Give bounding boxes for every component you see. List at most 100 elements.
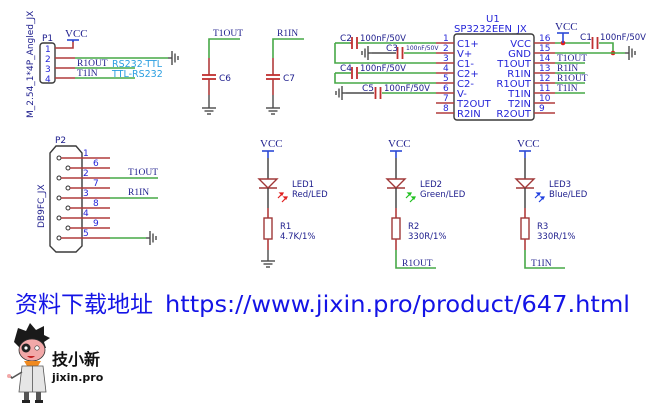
u1-pin-name: R2OUT (496, 109, 532, 120)
p2-ref-label: P2 (55, 136, 66, 146)
c5-ref-label: C5 (362, 84, 374, 94)
db9-pin-contact (56, 155, 62, 161)
u1-pin-name: C1- (457, 59, 474, 70)
net-label-r1in: R1IN (557, 64, 578, 74)
net-label-r1out: R1OUT (77, 59, 108, 69)
led-net-wire (524, 250, 565, 269)
vcc-symbol: VCC (388, 138, 411, 158)
u1-pin-number: 11 (539, 84, 550, 94)
c7-ref-label: C7 (283, 74, 295, 84)
p1-pin-number: 1 (45, 45, 51, 55)
p2-footprint-label: DB9FC_JX (37, 184, 47, 228)
c1-value-label: 100nF/50V (600, 33, 646, 43)
p1-body (39, 42, 56, 84)
cap-c7: R1IN C7 (265, 29, 304, 115)
db9-pin-contact (65, 185, 71, 191)
u1-pin-name: V+ (457, 49, 472, 60)
cap-c5-symbol (374, 86, 382, 100)
resistor-symbol (263, 217, 273, 240)
u1-pin-number: 2 (443, 44, 449, 54)
vcc-symbol: VCC (260, 138, 283, 158)
c3-ref-label: C3 (386, 44, 398, 54)
u1-pin-number: 6 (443, 84, 449, 94)
vcc-label: VCC (517, 138, 540, 150)
u1-pin-name: C2- (457, 79, 474, 90)
ground-icon (361, 45, 373, 61)
p1-pin-number: 3 (45, 65, 51, 75)
vcc-label: VCC (65, 28, 88, 40)
c6-ref-label: C6 (219, 74, 231, 84)
p1-footprint-label: M_2.54_1*4P_Angled_JX (26, 11, 36, 118)
ground-icon (201, 103, 217, 115)
u1-pin-number: 4 (443, 64, 449, 74)
u1-part-label: SP3232EEN_JX (454, 24, 527, 35)
logo-name: 技小新 (52, 350, 100, 369)
u1-right-wiring: VCC C1 100nF/50V T1OUT R1IN R1OUT T1IN (555, 21, 646, 94)
u1-pin-name: T1IN (507, 89, 531, 100)
logo-domain: jixin.pro (51, 371, 104, 384)
download-url[interactable]: https://www.jixin.pro/product/647.html (165, 292, 630, 318)
vcc-label: VCC (388, 138, 411, 150)
u1-pin-number: 12 (539, 74, 550, 84)
c4-value-label: 100nF/50V (360, 64, 406, 74)
resistor-ref-label: R2 (408, 222, 419, 232)
cap-c3-symbol (396, 46, 404, 60)
resistor-symbol (391, 217, 401, 240)
db9-pin-number: 4 (83, 209, 89, 219)
u1-pin-name: C2+ (457, 69, 479, 80)
u1-pin-name: T2IN (507, 99, 531, 110)
led-value-label: Green/LED (420, 190, 466, 200)
p1-pin-number: 4 (45, 75, 51, 85)
led-ref-label: LED1 (292, 180, 314, 190)
net-label-t1in: T1IN (531, 259, 552, 269)
db9-pin-number: 1 (83, 149, 89, 159)
vcc-label: VCC (260, 138, 283, 150)
c1-ref-label: C1 (580, 33, 592, 43)
u1-pin-number: 10 (539, 94, 551, 104)
db9-pin-number: 8 (93, 199, 99, 209)
u1-pin-number: 1 (443, 34, 449, 44)
net-label-t1in: T1IN (557, 84, 578, 94)
cap-c1-symbol (591, 36, 599, 50)
u1-pin-number: 14 (539, 54, 551, 64)
c4-ref-label: C4 (340, 64, 352, 74)
led-value-label: Red/LED (292, 190, 328, 200)
db9-pin-contact (65, 205, 71, 211)
light-emission-icon (405, 192, 416, 203)
led-ref-label: LED3 (549, 180, 571, 190)
db9-pin-contact (56, 215, 62, 221)
c5-value-label: 100nF/50V (384, 84, 430, 94)
download-link-text[interactable]: 资料下载地址 https://www.jixin.pro/product/647… (15, 292, 630, 318)
cap-c2-symbol (351, 36, 358, 50)
led-diode-symbol (257, 178, 279, 189)
u1-pin-name: VCC (510, 39, 531, 50)
c2-value-label: 100nF/50V (360, 34, 406, 44)
resistor-value-label: 330R/1% (537, 232, 575, 242)
led-ref-label: LED2 (420, 180, 442, 190)
mascot-icon (7, 323, 50, 403)
net-label-r1out: R1OUT (402, 259, 433, 269)
u1-pin-name: R1OUT (496, 79, 532, 90)
u1-pin-number: 5 (443, 74, 449, 84)
u1-pin-name: R1IN (507, 69, 531, 80)
ground-icon (167, 50, 179, 66)
net-label-r1out: R1OUT (557, 74, 588, 84)
ground-icon (145, 230, 157, 246)
u1-pin-name: V- (457, 89, 467, 100)
u1-pin-name: C1+ (457, 39, 479, 50)
net-label-t1out: T1OUT (128, 168, 158, 178)
u1-pin-name: R2IN (457, 109, 481, 120)
db9-pin-number: 2 (83, 169, 89, 179)
resistor-ref-label: R3 (537, 222, 548, 232)
u1-pin-number: 9 (539, 104, 545, 114)
p1-ref-label: P1 (42, 34, 53, 44)
ground-icon (260, 256, 276, 268)
led-diode-symbol (514, 178, 536, 189)
ground-icon (624, 45, 636, 61)
net-label-t1in: T1IN (77, 69, 98, 79)
vcc-symbol: VCC (555, 21, 578, 43)
header-p1: M_2.54_1*4P_Angled_JX P1 1 2 3 4 VCC R1O… (26, 11, 179, 118)
